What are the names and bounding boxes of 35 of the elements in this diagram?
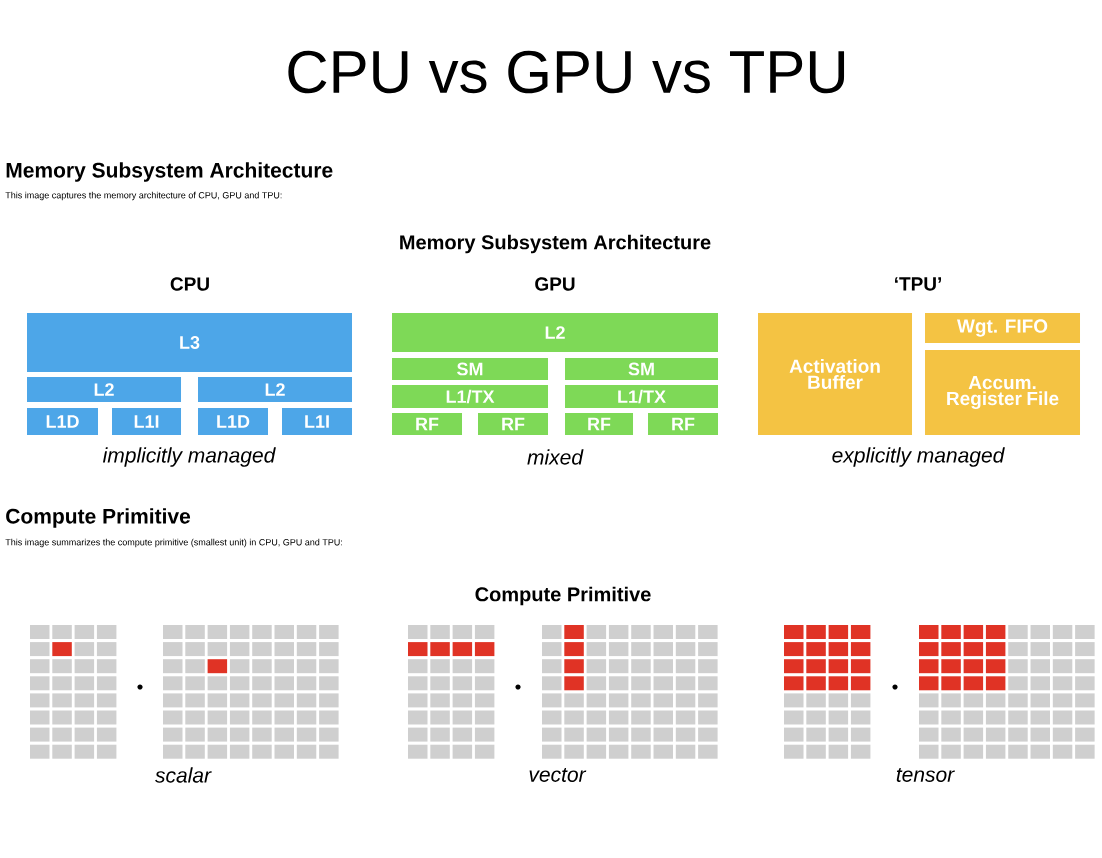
memory-block: RF xyxy=(392,413,462,435)
caption-text: explicitly managed xyxy=(832,447,1005,467)
memory-block: Wgt. FIFO xyxy=(925,313,1080,343)
memory-block: L2 xyxy=(27,377,181,402)
memory-block: L1I xyxy=(282,408,352,435)
memory-block: SM xyxy=(565,358,718,380)
column-heading: CPU xyxy=(170,277,209,291)
section-heading: Compute Primitive xyxy=(6,508,191,528)
caption-text: mixed xyxy=(527,449,584,465)
memory-block: L1D xyxy=(27,408,98,435)
memory-block: RF xyxy=(565,413,633,435)
memory-block: L1/TX xyxy=(392,385,548,408)
memory-block: Accum. Register File xyxy=(925,350,1080,435)
column-heading: GPU xyxy=(535,277,575,291)
memory-block: Activation Buffer xyxy=(758,313,912,435)
memory-block: SM xyxy=(392,358,548,380)
caption-text: implicitly managed xyxy=(102,447,276,467)
memory-block: L2 xyxy=(392,313,718,352)
diagram-heading: Memory Subsystem Architecture xyxy=(400,234,711,254)
section-heading: Memory Subsystem Architecture xyxy=(6,162,333,182)
column-heading: ‘TPU’ xyxy=(895,277,941,291)
memory-block: RF xyxy=(478,413,548,435)
description-text: This image captures the memory architecture of CPU, GPU and TPU: xyxy=(5,191,282,201)
caption-text: tensor xyxy=(896,768,955,782)
title: CPU vs GPU vs TPU xyxy=(288,50,845,94)
memory-block: RF xyxy=(648,413,718,435)
memory-block: L2 xyxy=(198,377,352,402)
caption-text: vector xyxy=(529,768,587,782)
memory-block: L3 xyxy=(27,313,352,372)
caption-text: scalar xyxy=(155,767,212,783)
memory-block: L1I xyxy=(112,408,181,435)
diagram-heading: Compute Primitive xyxy=(475,586,651,606)
description-text: This image summarizes the compute primitive (smallest unit) in CPU, GPU and TPU: xyxy=(5,538,342,548)
memory-block: L1/TX xyxy=(565,385,718,408)
memory-block: L1D xyxy=(198,408,268,435)
